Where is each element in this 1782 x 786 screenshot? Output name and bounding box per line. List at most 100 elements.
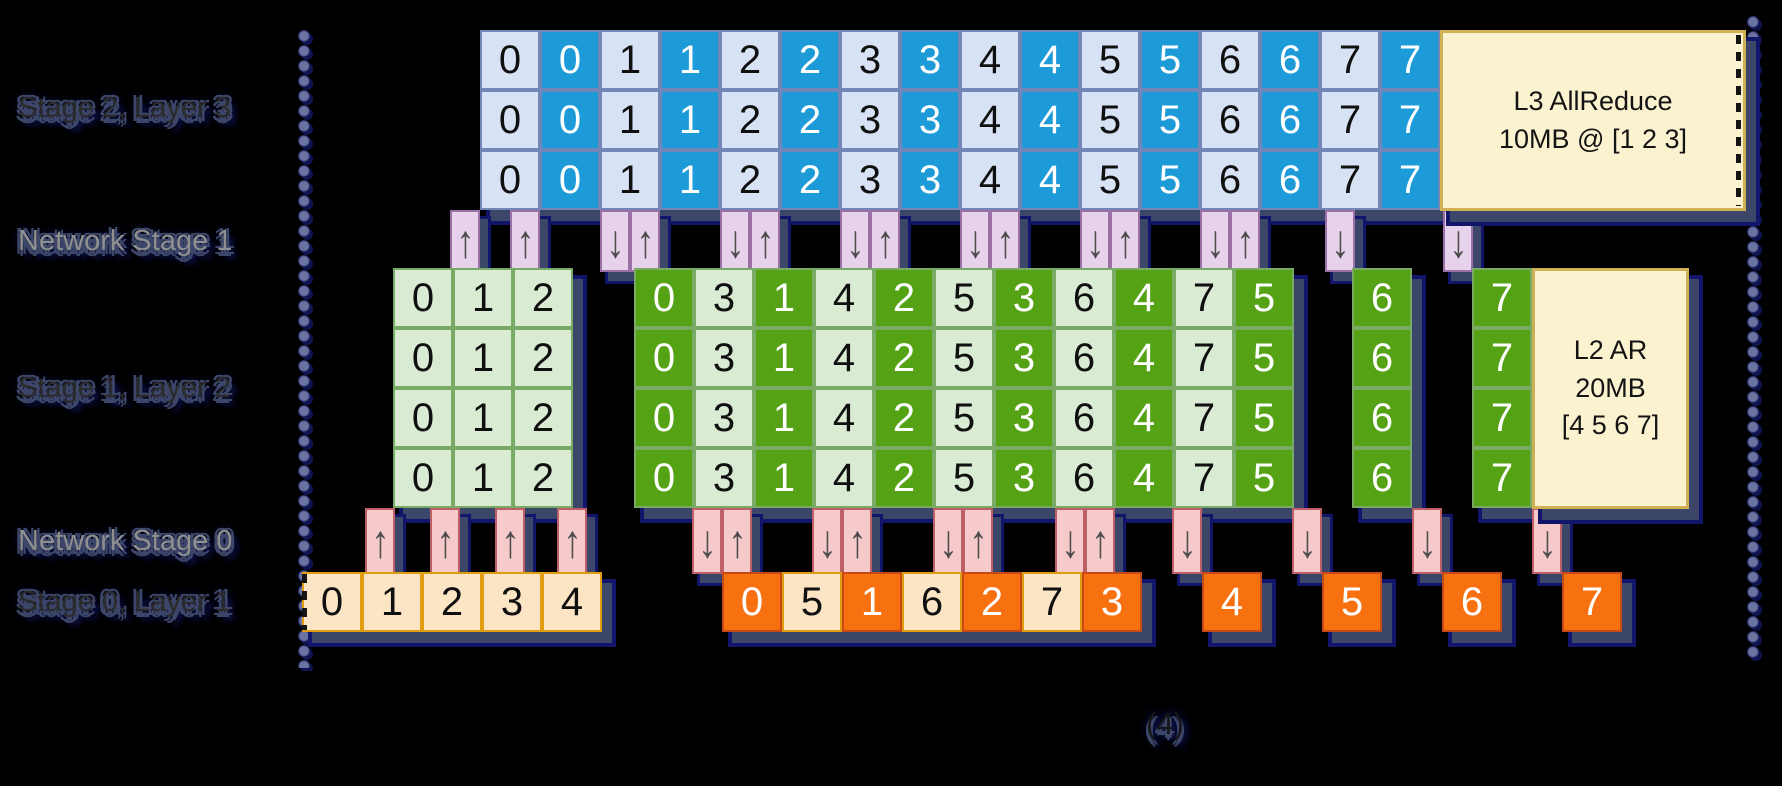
grid-cell: 4 [1114,448,1174,508]
grid-cell: 4 [814,328,874,388]
grid-cell: 7 [1174,448,1234,508]
grid-cell: 3 [482,572,542,632]
grid-cell: 3 [694,448,754,508]
up-arrow-icon: ↑ [995,215,1015,267]
grid-cell: 3 [694,268,754,328]
right-boundary-dotted-line [1747,14,1759,659]
network-stage1-arrow: ↑ [510,210,540,272]
up-arrow-icon: ↑ [1090,515,1110,567]
network-stage1-arrow: ↓ [1325,210,1355,272]
grid-cell: 3 [994,388,1054,448]
grid-cell: 7 [1320,150,1380,210]
grid-cell: 2 [780,150,840,210]
grid-cell: 1 [842,572,902,632]
grid-cell: 7 [1380,30,1440,90]
network-stage0-arrow: ↑ [1085,508,1115,574]
grid-cell: 3 [900,90,960,150]
down-arrow-icon: ↓ [1417,515,1437,567]
grid-cell: 1 [600,150,660,210]
grid-cell: 0 [722,572,782,632]
grid-cell: 4 [960,150,1020,210]
grid-cell: 1 [660,90,720,150]
grid-cell: 5 [1080,150,1140,210]
network-stage1-arrow: ↑ [870,210,900,272]
grid-cell: 2 [874,328,934,388]
grid-cell: 1 [660,150,720,210]
grid-cell: 0 [480,30,540,90]
grid-cell: 4 [960,30,1020,90]
grid-cell: 6 [902,572,962,632]
grid-cell: 0 [393,268,453,328]
down-arrow-icon: ↓ [1060,515,1080,567]
down-arrow-icon: ↓ [965,215,985,267]
row-label-network-stage1: Network Stage 1 [18,225,233,257]
down-arrow-icon: ↓ [1177,515,1197,567]
network-stage1-arrow: ↑ [630,210,660,272]
network-stage0-arrow: ↑ [495,508,525,574]
grid-cell: 7 [1562,572,1622,632]
grid-cell: 2 [513,328,573,388]
network-stage0-arrow: ↓ [1532,508,1562,574]
down-arrow-icon: ↓ [1297,515,1317,567]
grid-cell: 5 [1140,90,1200,150]
network-stage1-arrow: ↑ [750,210,780,272]
l3-note-dashed-edge [1736,35,1741,206]
grid-cell: 3 [1082,572,1142,632]
grid-cell: 2 [780,90,840,150]
up-arrow-icon: ↑ [435,515,455,567]
grid-cell: 6 [1260,150,1320,210]
grid-cell: 1 [754,448,814,508]
grid-cell: 6 [1200,30,1260,90]
grid-cell: 0 [480,90,540,150]
grid-cell: 2 [513,448,573,508]
grid-cell: 7 [1174,268,1234,328]
grid-cell: 7 [1472,328,1532,388]
grid-cell: 6 [1352,448,1412,508]
grid-cell: 1 [660,30,720,90]
row-label-stage1-layer2: Stage 1, Layer 2 [18,372,231,404]
l2-allreduce-note-line1: L2 AR [1573,334,1648,365]
grid-cell: 2 [513,268,573,328]
grid-cell: 5 [1234,448,1294,508]
l2-allreduce-note-line2: 20MB [1575,372,1646,403]
grid-cell: 0 [393,388,453,448]
network-stage0-arrow: ↓ [812,508,842,574]
grid-cell: 7 [1472,388,1532,448]
l3-allreduce-note: L3 AllReduce 10MB @ [1 2 3] [1440,30,1746,211]
row-label-network-stage0: Network Stage 0 [18,525,233,557]
grid-cell: 6 [1054,448,1114,508]
grid-cell: 5 [1080,30,1140,90]
grid-cell: 0 [540,30,600,90]
grid-cell: 4 [1020,90,1080,150]
up-arrow-icon: ↑ [847,515,867,567]
grid-cell: 1 [600,90,660,150]
grid-cell: 0 [634,448,694,508]
row-label-stage2-layer3: Stage 2, Layer 3 [18,92,231,124]
grid-cell: 3 [994,448,1054,508]
down-arrow-icon: ↓ [817,515,837,567]
grid-cell: 3 [900,150,960,210]
up-arrow-icon: ↑ [455,215,475,267]
grid-cell: 1 [754,388,814,448]
down-arrow-icon: ↓ [697,515,717,567]
network-stage1-arrow: ↓ [1200,210,1230,272]
grid-cell: 5 [934,388,994,448]
up-arrow-icon: ↑ [755,215,775,267]
grid-cell: 3 [840,90,900,150]
up-arrow-icon: ↑ [1115,215,1135,267]
up-arrow-icon: ↑ [370,515,390,567]
network-stage1-arrow: ↑ [990,210,1020,272]
grid-cell: 3 [900,30,960,90]
grid-cell: 6 [1200,150,1260,210]
network-stage1-arrow: ↑ [1230,210,1260,272]
grid-cell: 2 [874,388,934,448]
grid-cell: 7 [1320,30,1380,90]
grid-cell: 6 [1352,268,1412,328]
grid-cell: 1 [453,328,513,388]
up-arrow-icon: ↑ [635,215,655,267]
